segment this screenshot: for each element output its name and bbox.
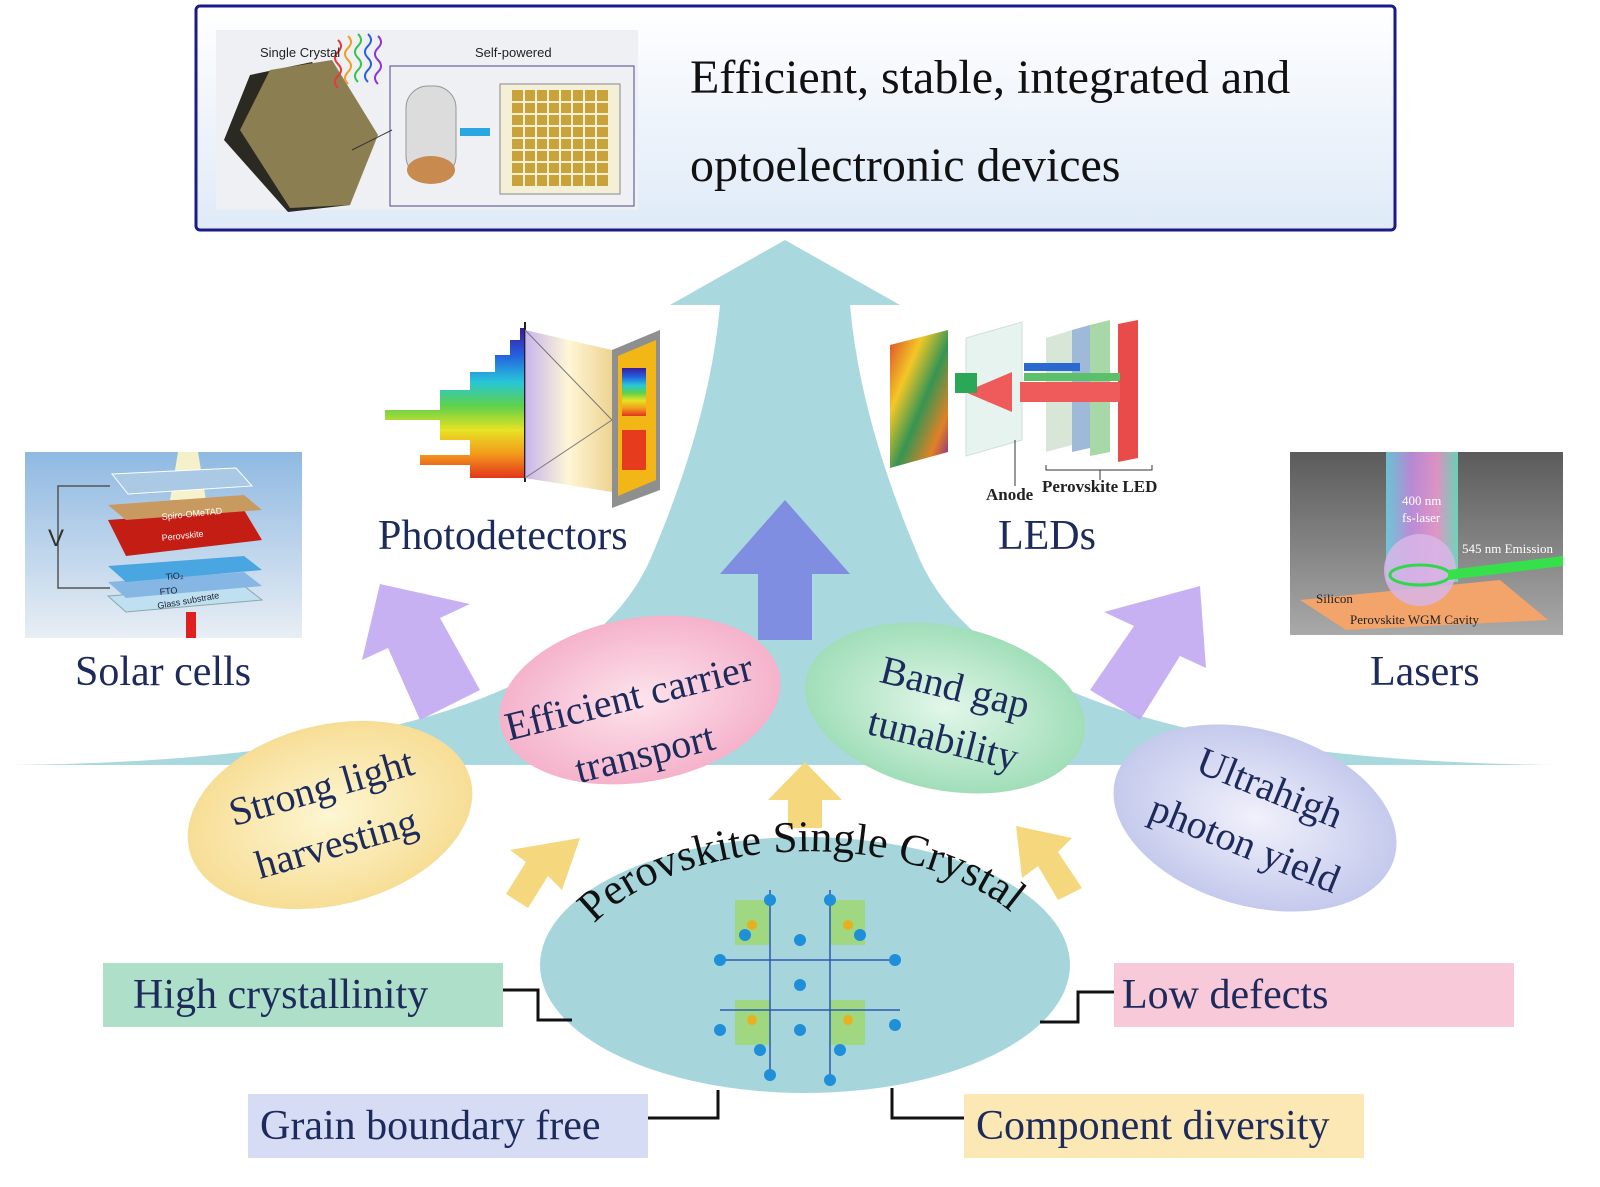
connector-low-defects [1040,990,1114,1024]
ellipse-photon-yield [1113,724,1397,912]
center-ellipse [540,837,1070,1093]
led-anode-label: Anode [986,485,1034,504]
ellipse-carrier-transport [499,615,781,785]
hexagonal-crystal-icon [224,60,378,212]
feature-low-defects: Low defects [1114,963,1514,1027]
laser-line2-label: fs-laser [1402,510,1441,525]
led-perovskite-label: Perovskite LED [1042,477,1158,496]
yellow-arrow-right [1016,826,1082,900]
pixel-array-icon [499,83,621,195]
banner-line1: Efficient, stable, integrated and [690,51,1291,104]
feature-low-defects-text: Low defects [1122,972,1329,1018]
banner-line2: optoelectronic devices [690,139,1121,192]
feature-grain-boundary-free-text: Grain boundary free [260,1103,601,1149]
laser-silicon-label: Silicon [1316,591,1353,606]
laser-cavity-label: Perovskite WGM Cavity [1350,612,1480,627]
feature-high-crystallinity-text: High crystallinity [133,972,429,1018]
feature-component-diversity-text: Component diversity [976,1103,1330,1149]
label-photodetectors: Photodetectors [378,513,628,559]
light-cone [525,330,612,492]
laser-inset [1290,452,1563,635]
crystal-structure-icon [714,890,901,1086]
inset-single-crystal-label: Single Crystal [260,45,341,60]
solar-v-label: V [48,525,64,552]
feature-component-diversity: Component diversity [964,1094,1364,1158]
photodetector-graphic [385,322,660,508]
laser-emission-label: 545 nm Emission [1462,541,1554,556]
feature-grain-boundary-free: Grain boundary free [248,1094,648,1158]
label-solar-cells: Solar cells [75,649,252,695]
label-lasers: Lasers [1370,649,1480,695]
solar-layer-perovskite: Perovskite [161,529,204,543]
spectrum-bars [385,328,525,478]
connector-high-crystallinity [503,988,572,1022]
arrow-to-lasers [1090,586,1206,720]
solar-layer-fto: FTO [159,585,178,597]
light-waves-icon [334,33,382,89]
ellipse-band-gap [805,622,1085,794]
laser-line1-label: 400 nm [1402,493,1441,508]
connector-component-diversity [890,1088,964,1120]
capacitor-device-icon [405,85,490,184]
connector-grain-boundary [648,1090,720,1120]
solar-cell-inset [25,452,302,638]
led-graphic [890,320,1153,486]
solar-layer-tio2: TiO₂ [165,570,184,582]
arrow-center-up [720,500,850,640]
ellipse-strong-light [187,720,473,910]
inset-self-powered-label: Self-powered [475,45,552,60]
yellow-arrow-left [506,838,580,908]
yellow-arrow-center [768,762,842,828]
arrow-to-solar-cells [362,584,480,720]
feature-high-crystallinity: High crystallinity [103,963,503,1027]
label-leds: LEDs [998,513,1096,559]
self-powered-box [389,65,635,207]
